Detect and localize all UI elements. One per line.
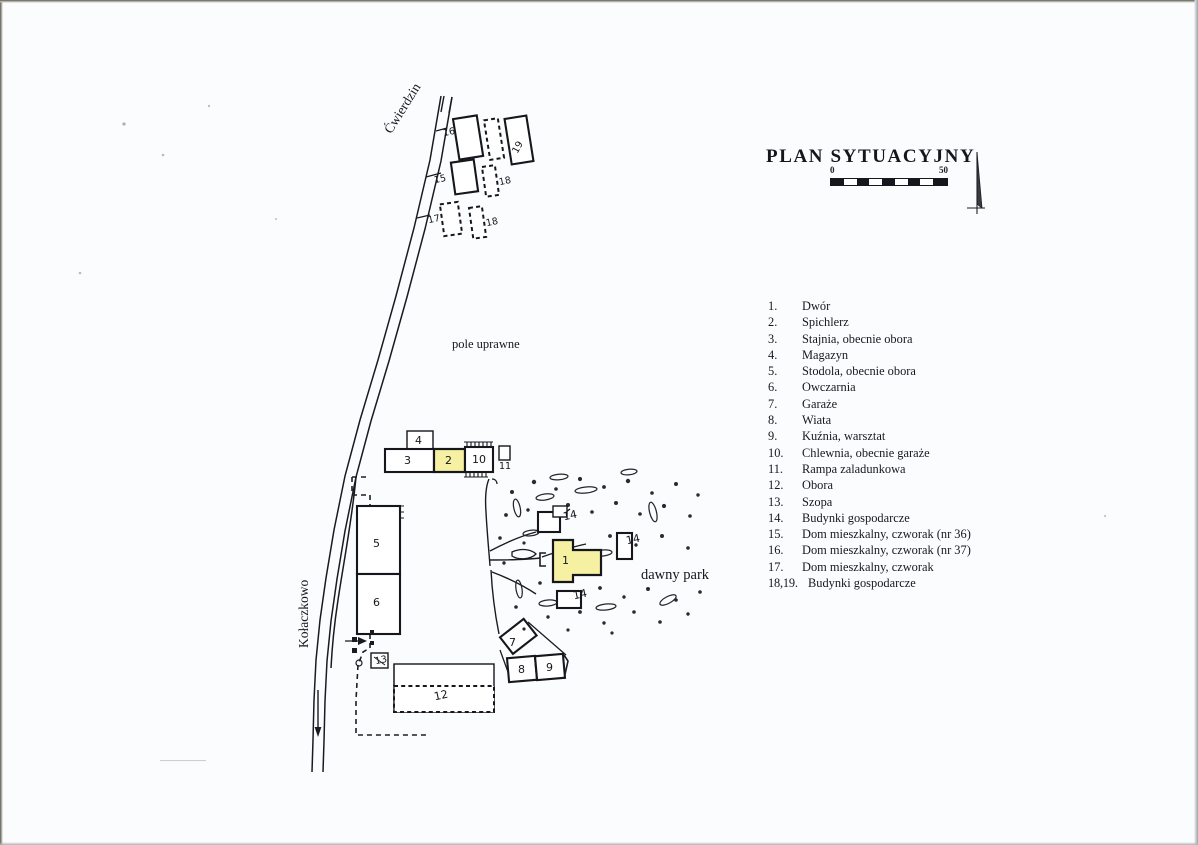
building-1-dwor (551, 538, 603, 584)
legend-list: 1. Dwór 2. Spichlerz 3. Stajnia, obecnie ob… (768, 298, 1018, 591)
legend-item-number: 6. (768, 380, 778, 395)
building-row-north (383, 430, 511, 478)
legend-item: 15. Dom mieszkalny, czworak (nr 36) (768, 526, 1018, 542)
map-number-8: 8 (518, 663, 525, 676)
legend-item: 12. Obora (768, 477, 1018, 493)
map-number-10: 10 (472, 453, 486, 466)
legend-item-label: Magazyn (802, 347, 849, 362)
legend-item: 2. Spichlerz (768, 314, 1018, 330)
scale-bar-min-label: 0 (830, 165, 835, 175)
page-title: PLAN SYTUACYJNY (766, 146, 976, 167)
road-cwierdzin-kolaczkowo (311, 95, 453, 773)
legend-item-number: 17. (768, 559, 784, 574)
legend-item: 17. Dom mieszkalny, czworak (768, 559, 1018, 575)
legend-item-label: Budynki gospodarcze (808, 576, 916, 591)
legend-item-number: 18,19. (768, 576, 798, 591)
map-label-dawny-park: dawny park (641, 567, 710, 583)
legend-item: 13. Szopa (768, 494, 1018, 510)
farmstead-boundary (351, 476, 430, 736)
legend-item-number: 12. (768, 478, 784, 493)
legend-item-number: 1. (768, 299, 778, 313)
park-tree-symbols (498, 468, 702, 635)
legend-item-label: Budynki gospodarcze (802, 510, 910, 525)
legend-item-number: 11. (768, 461, 784, 476)
legend-item-label: Wiata (802, 413, 832, 428)
legend-item-label: Dom mieszkalny, czworak (nr 36) (802, 527, 971, 542)
park-buildings (536, 505, 634, 610)
legend-item-number: 4. (768, 347, 778, 362)
scale-bar: 0 50 (830, 165, 948, 186)
legend-item-label: Owczarnia (802, 380, 856, 395)
map-number-9: 9 (546, 661, 553, 674)
map-number-2: 2 (445, 454, 452, 467)
map-number-7: 7 (509, 636, 516, 649)
legend-item-number: 16. (768, 543, 784, 558)
legend-item: 18,19. Budynki gospodarcze (768, 575, 1018, 591)
legend-item-number: 9. (768, 429, 778, 444)
legend-item: 8. Wiata (768, 412, 1018, 428)
legend-item-label: Dwór (802, 299, 831, 313)
legend-item: 11. Rampa zaladunkowa (768, 461, 1018, 477)
building-7 (498, 617, 567, 673)
legend-item-number: 15. (768, 527, 784, 542)
building-12 (393, 663, 495, 713)
road-direction-arrow-kolaczkowo (314, 690, 322, 737)
legend-item-number: 3. (768, 331, 778, 346)
north-arrow-icon (967, 151, 985, 214)
legend-item-label: Rampa zaladunkowa (802, 461, 906, 476)
legend-item: 16. Dom mieszkalny, czworak (nr 37) (768, 542, 1018, 558)
legend-item-label: Spichlerz (802, 315, 849, 330)
scale-bar-max-label: 50 (939, 165, 948, 175)
legend-item-label: Stajnia, obecnie obora (802, 331, 913, 346)
building-13 (355, 652, 389, 669)
legend-item-number: 5. (768, 364, 778, 379)
legend-item-label: Garaże (802, 396, 838, 411)
legend-item: 7. Garaże (768, 396, 1018, 412)
scale-bar-graphic (830, 178, 948, 186)
entrance-arrow-icon (358, 637, 367, 645)
map-number-3: 3 (404, 454, 411, 467)
legend-item-label: Stodola, obecnie obora (802, 364, 916, 379)
legend-item: 5. Stodola, obecnie obora (768, 363, 1018, 379)
yard-markers (345, 630, 374, 653)
legend-item-number: 7. (768, 396, 778, 411)
map-number-1: 1 (562, 554, 569, 567)
legend-item-label: Kuźnia, warsztat (802, 429, 886, 444)
map-label-pole-uprawne: pole uprawne (452, 337, 520, 351)
legend-item: 3. Stajnia, obecnie obora (768, 331, 1018, 347)
legend-item-label: Szopa (802, 494, 833, 509)
map-label-road-kolaczkowo: Kołaczkowo (296, 579, 311, 648)
legend-item-number: 10. (768, 445, 784, 460)
map-number-11: 11 (499, 461, 512, 472)
legend-item-number: 2. (768, 315, 778, 330)
legend-item-label: Obora (802, 478, 833, 493)
scan-speckles (78, 104, 1107, 762)
legend-item-label: Chlewnia, obecnie garaże (802, 445, 930, 460)
map-number-4: 4 (415, 434, 422, 447)
legend-item: 14. Budynki gospodarcze (768, 510, 1018, 526)
top-building-cluster (416, 95, 535, 240)
legend-item: 9. Kuźnia, warsztat (768, 428, 1018, 444)
map-number-6: 6 (373, 596, 380, 609)
building-8-9 (505, 652, 569, 684)
page-edge-left (0, 0, 3, 845)
legend-item: 10. Chlewnia, obecnie garaże (768, 445, 1018, 461)
legend-item-number: 8. (768, 413, 778, 428)
page-edge-top (0, 0, 1198, 3)
page-edge-bottom (0, 842, 1198, 845)
building-stack-west (355, 504, 404, 636)
legend-item: 4. Magazyn (768, 347, 1018, 363)
legend-item-number: 14. (768, 510, 784, 525)
legend-item: 1. Dwór (768, 298, 1018, 314)
legend-item-label: Dom mieszkalny, czworak (nr 37) (802, 543, 971, 558)
page-edge-right (1194, 0, 1198, 845)
map-number-5: 5 (373, 537, 380, 550)
legend-item-label: Dom mieszkalny, czworak (802, 559, 934, 574)
legend-item: 6. Owczarnia (768, 379, 1018, 395)
legend-item-number: 13. (768, 494, 784, 509)
